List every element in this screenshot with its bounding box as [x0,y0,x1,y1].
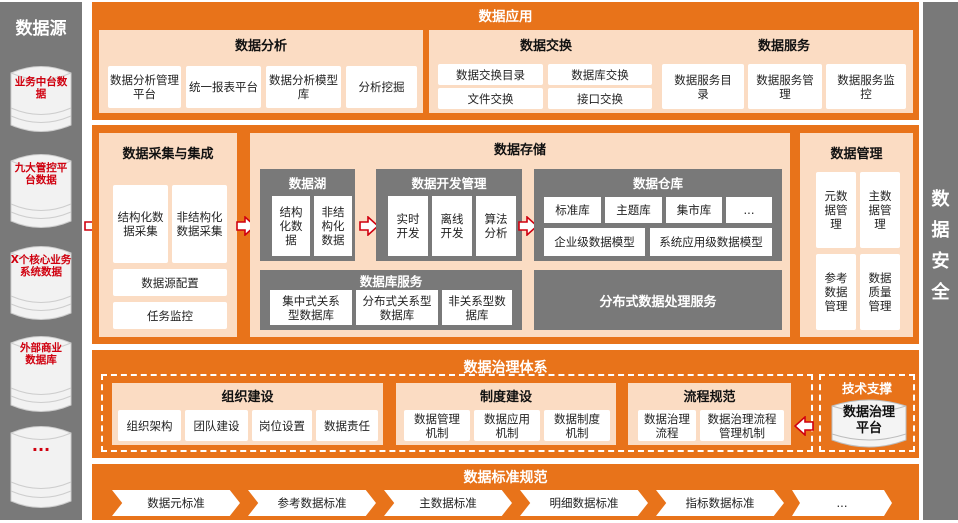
data-dev-title: 数据开发管理 [411,175,487,191]
analysis-item: 分析挖掘 [346,66,417,108]
standard-item: 明细数据标准 [520,490,648,516]
tech-support-title: 技术支撑 [841,380,892,396]
database-icon [831,399,907,448]
source-label: ... [31,436,51,455]
governance-platform-label: 数据治理平台 [842,405,895,436]
data-lake-title: 数据湖 [288,175,327,191]
exchange-item: 数据库交换 [548,64,652,85]
service-item: 数据服务管理 [748,64,822,109]
service-item: 数据服务监控 [826,64,906,109]
database-icon [10,426,72,508]
lake-item: 结构化数据 [272,196,310,256]
database-icon [10,336,72,412]
data-application-title: 数据应用 [478,9,533,25]
system-title: 制度建设 [479,389,532,405]
data-analysis-title: 数据分析 [234,38,287,54]
analysis-item: 数据分析管理平台 [108,66,181,108]
standard-item: 主数据标准 [384,490,512,516]
process-item: 数据治理流程 [638,410,696,441]
warehouse-item: 标准库 [544,197,601,223]
dev-item: 算法分析 [476,196,516,256]
source-cylinder-more: ... [10,424,72,510]
distributed-processing-service: 分布式数据处理服务 [534,270,782,330]
warehouse-model: 系统应用级数据模型 [650,228,772,256]
warehouse-item: 集市库 [666,197,722,223]
db-service-item: 集中式关系型数据库 [270,290,352,325]
source-label: X个核心业务系统数据 [10,254,72,278]
source-label: 九大管控平台数据 [14,162,68,186]
org-item: 数据责任 [316,410,378,441]
db-service-title: 数据库服务 [359,274,423,289]
tech-dashed-frame [819,374,915,452]
mgmt-item: 参考数据管理 [816,254,856,330]
security-char: 数 [931,189,950,210]
analysis-item: 统一报表平台 [186,66,261,108]
org-item: 组织架构 [118,410,181,441]
arrow-left-icon [794,416,814,436]
warehouse-item: ... [726,197,772,223]
data-source-title: 数据源 [15,18,67,39]
mgmt-item: 元数据管理 [816,172,856,248]
exchange-item: 数据交换目录 [438,64,543,85]
collect-extra: 任务监控 [113,302,227,329]
system-item: 数据制度机制 [544,410,610,441]
source-cylinder-nine-platforms: 九大管控平台数据 [10,152,72,230]
exchange-item: 文件交换 [438,88,543,109]
system-item: 数据管理机制 [404,410,470,441]
collect-extra: 数据源配置 [113,269,227,296]
process-item: 数据治理流程管理机制 [700,410,784,441]
db-service-item: 分布式关系型数据库 [356,290,438,325]
security-char: 全 [931,282,950,303]
org-item: 岗位设置 [252,410,312,441]
collect-item: 结构化数据采集 [113,185,168,263]
source-cylinder-core-systems: X个核心业务系统数据 [10,244,72,322]
analysis-item: 数据分析模型库 [266,66,341,108]
dev-item: 离线开发 [432,196,472,256]
lake-item: 非结构化数据 [314,196,352,256]
source-cylinder-business: 业务中台数据 [10,64,72,134]
data-security-title: 数 据 安 全 [923,184,958,308]
db-service-item: 非关系型数据库 [442,290,512,325]
security-char: 据 [931,220,950,241]
database-icon [10,246,72,320]
data-service-title: 数据服务 [757,38,810,54]
mgmt-item: 数据质量管理 [860,254,900,330]
data-governance-title: 数据治理体系 [463,360,548,376]
source-cylinder-external: 外部商业数据库 [10,334,72,414]
process-title: 流程规范 [683,389,736,405]
source-label: 业务中台数据 [14,76,68,100]
exchange-item: 接口交换 [548,88,652,109]
warehouse-model: 企业级数据模型 [544,228,645,256]
dev-item: 实时开发 [388,196,428,256]
org-item: 团队建设 [185,410,248,441]
org-title: 组织建设 [221,389,274,405]
standard-item: 数据元标准 [112,490,240,516]
source-label: 外部商业数据库 [20,342,62,366]
data-warehouse-title: 数据仓库 [632,175,683,191]
data-exchange-title: 数据交换 [519,38,572,54]
data-security-panel [923,2,958,520]
service-item: 数据服务目录 [662,64,744,109]
governance-dashed-frame [101,374,813,452]
database-icon [10,154,72,228]
database-icon [10,66,72,132]
standard-item: ... [792,490,892,516]
data-collect-title: 数据采集与集成 [122,146,214,162]
security-char: 安 [931,251,950,272]
standard-item: 参考数据标准 [248,490,376,516]
data-mgmt-title: 数据管理 [830,146,883,162]
standard-item: 指标数据标准 [656,490,784,516]
system-item: 数据应用机制 [474,410,540,441]
arrow-right-icon [518,216,538,236]
data-standard-title: 数据标准规范 [463,470,548,486]
mgmt-item: 主数据管理 [860,172,900,248]
warehouse-item: 主题库 [605,197,662,223]
collect-item: 非结构化数据采集 [172,185,227,263]
data-storage-title: 数据存储 [493,142,546,158]
arrow-right-icon [359,216,379,236]
